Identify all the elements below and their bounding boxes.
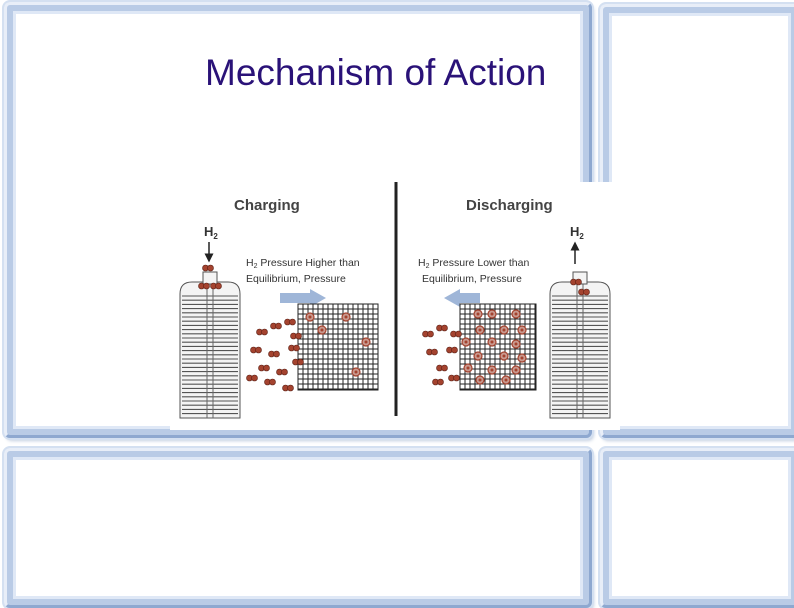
charging-hydrogen-molecule (295, 332, 302, 340)
charging-hydrogen-molecule (255, 346, 262, 354)
charging-tank-molecule (215, 282, 222, 290)
discharging-hydrogen-molecule (427, 330, 434, 338)
charging-hydrogen-molecule (263, 364, 270, 372)
discharging-absorbed-hydrogen-core (514, 312, 518, 316)
discharging-absorbed-hydrogen-core (520, 328, 524, 332)
discharging-absorbed-hydrogen-core (502, 328, 506, 332)
slide-frame-bottom-right (600, 448, 794, 608)
discharging-absorbed-hydrogen-core (520, 356, 524, 360)
discharging-absorbed-hydrogen-core (464, 340, 468, 344)
discharging-absorbed-hydrogen-core (490, 312, 494, 316)
discharging-absorbed-hydrogen-core (478, 328, 482, 332)
charging-tank-neck (202, 271, 218, 285)
charging-absorbed-hydrogen-core (364, 340, 368, 344)
charging-pressure-line2: Equilibrium, Pressure (246, 273, 346, 285)
discharging-absorbed-hydrogen-core (476, 312, 480, 316)
discharging-pressure-line2: Equilibrium, Pressure (422, 273, 522, 285)
charging-tank-molecule (203, 282, 210, 290)
charging-hydrogen-molecule (275, 322, 282, 330)
discharging-gas-label: H2 (570, 224, 584, 241)
discharging-hydrogen-molecule (455, 330, 462, 338)
charging-header: Charging (234, 197, 300, 214)
discharging-absorbed-hydrogen-core (466, 366, 470, 370)
discharging-absorbed-hydrogen-core (490, 340, 494, 344)
diagram-svg: Charging H2 H2 Pressure Higher than Equi… (179, 182, 611, 419)
discharging-pressure-line1: H2 Pressure Lower than (418, 257, 529, 270)
charging-hydrogen-molecule (289, 318, 296, 326)
charging-hydrogen-molecule (251, 374, 258, 382)
discharging-tank-molecule (583, 288, 590, 296)
slide-title: Mechanism of Action (205, 52, 547, 93)
slide-frame-bottom-left (4, 448, 592, 608)
charging-tank-molecule (207, 264, 214, 272)
charging-hydrogen-molecule (287, 384, 294, 392)
charging-gas-label: H2 (204, 224, 218, 241)
charging-hydrogen-molecule (269, 378, 276, 386)
discharging-absorbed-hydrogen-core (514, 368, 518, 372)
charging-absorbed-hydrogen-core (308, 315, 312, 319)
discharging-tank (549, 281, 611, 419)
charging-hydrogen-molecule (273, 350, 280, 358)
discharging-absorbed-hydrogen-core (476, 354, 480, 358)
discharging-hydrogen-molecule (431, 348, 438, 356)
charging-hydrogen-molecule (261, 328, 268, 336)
discharging-absorbed-hydrogen-core (502, 354, 506, 358)
charging-tank (179, 281, 241, 419)
discharging-hydrogen-molecule (453, 374, 460, 382)
charging-hydrogen-molecule (293, 344, 300, 352)
slide-frame-top-right (600, 4, 794, 438)
discharging-absorbed-hydrogen-core (514, 342, 518, 346)
charging-pressure-line1: H2 Pressure Higher than (246, 257, 360, 270)
discharging-hydrogen-molecule (451, 346, 458, 354)
discharging-tank-molecule (575, 278, 582, 286)
charging-absorbed-hydrogen-core (320, 328, 324, 332)
charging-absorbed-hydrogen-core (344, 315, 348, 319)
discharging-hydrogen-molecule (441, 324, 448, 332)
charging-hydrogen-molecule (281, 368, 288, 376)
discharging-hydrogen-molecule (437, 378, 444, 386)
discharging-flow-arrow (444, 289, 480, 307)
diagram-graphics (179, 264, 611, 419)
discharging-header: Discharging (466, 197, 553, 214)
charging-flow-arrow (280, 289, 326, 307)
discharging-absorbed-hydrogen-core (504, 378, 508, 382)
charging-absorbed-hydrogen-core (354, 370, 358, 374)
hydrogen-storage-diagram: Charging H2 H2 Pressure Higher than Equi… (170, 182, 620, 430)
charging-hydrogen-molecule (297, 358, 304, 366)
discharging-absorbed-hydrogen-core (490, 368, 494, 372)
discharging-hydrogen-molecule (441, 364, 448, 372)
discharging-absorbed-hydrogen-core (478, 378, 482, 382)
discharging-lattice (459, 303, 537, 391)
